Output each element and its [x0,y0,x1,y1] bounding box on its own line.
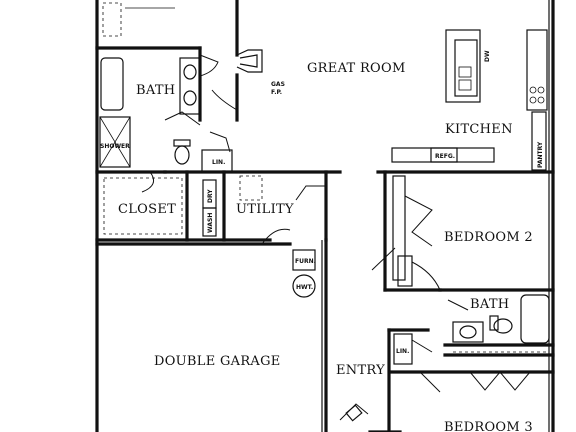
label-bath-1: BATH [136,83,175,98]
label-gas-fp-1: GAS [271,81,285,88]
label-bedroom-3: BEDROOM 3 [444,420,533,432]
label-entry: ENTRY [336,363,385,378]
label-dishwasher: DW [484,50,491,62]
label-closet: CLOSET [118,202,176,217]
label-gas-fp-2: F.P. [271,89,282,96]
label-linen-2: LIN. [396,348,409,355]
kitchen-fixtures [391,29,548,171]
bedroom-2-walls [371,170,555,292]
label-pantry: PANTRY [537,141,544,168]
label-furnace: FURN. [295,258,316,265]
label-dryer: DRY [207,189,214,203]
label-kitchen: KITCHEN [445,122,513,137]
entry-bedroom-3-walls [368,328,555,432]
label-shower: SHOWER [100,143,130,150]
label-linen-1: LIN. [212,159,225,166]
garage-walls [95,238,369,432]
bath-2-walls [438,288,555,357]
closet-utility-walls [95,149,342,245]
label-bath-2: BATH [470,297,509,312]
label-double-garage: DOUBLE GARAGE [154,354,281,369]
fireplace [211,49,263,122]
label-water-heater: HWT. [296,284,313,291]
label-utility: UTILITY [236,202,294,217]
label-washer: WASH [207,213,214,233]
bath-1-walls [95,0,239,193]
label-bedroom-2: BEDROOM 2 [444,230,533,245]
label-refrigerator: REFG. [435,153,455,160]
exterior-walls [95,0,555,432]
label-great-room: GREAT ROOM [307,61,406,76]
